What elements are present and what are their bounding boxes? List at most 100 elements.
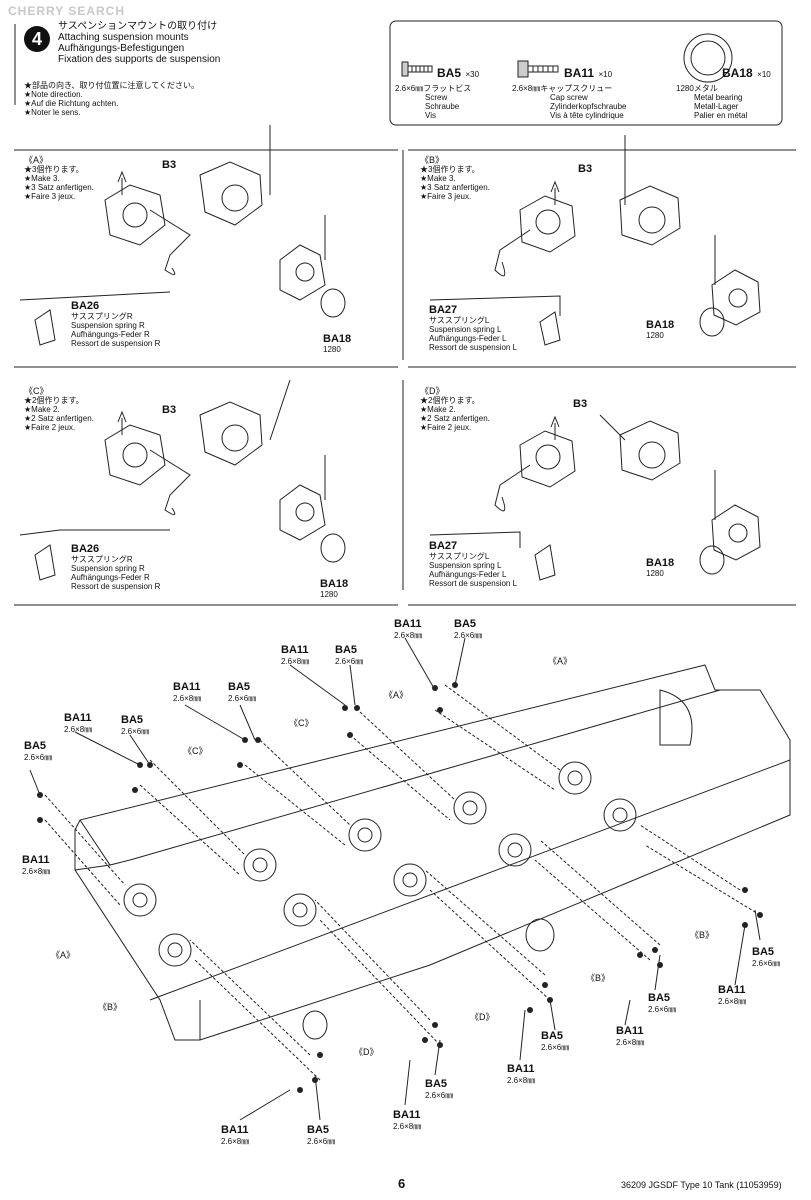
callout-code: BA11 <box>221 1124 249 1136</box>
step-number-badge: 4 <box>24 26 50 52</box>
callout-size: 2.6×6㎜ <box>648 1005 677 1014</box>
callout-size: 2.6×8㎜ <box>616 1038 645 1047</box>
panel-b-spring-en: Suspension spring L <box>429 325 502 334</box>
callout-size: 2.6×6㎜ <box>335 657 364 666</box>
callout-ba5-5: BA5 2.6×6㎜ <box>454 618 482 641</box>
hull-mark-d-1: 《D》 <box>470 1012 495 1022</box>
panel-b-header: 《B》 ★3個作ります。 ★Make 3. ★3 Satz anfertigen… <box>420 155 490 201</box>
panel-c-spring-fr: Ressort de suspension R <box>71 582 161 591</box>
watermark-logo: CHERRY SEARCH <box>8 2 125 20</box>
callout-code: BA5 <box>121 714 144 726</box>
ba11-en: Cap screw <box>550 93 588 102</box>
panel-a-header: 《A》 ★3個作ります。 ★Make 3. ★3 Satz anfertigen… <box>24 155 94 201</box>
callout-code: BA11 <box>507 1063 535 1075</box>
ba11-fr: Vis à tête cylindrique <box>550 111 624 120</box>
panel-c-bearing: BA18 1280 <box>320 578 348 599</box>
step-note-block: ★部品の向き、取り付位置に注意してください。 ★Note direction. … <box>24 81 199 117</box>
panel-d-bearing: BA18 1280 <box>646 557 674 578</box>
callout-ba5-4: BA5 2.6×6㎜ <box>335 644 363 667</box>
callout-ba11-6: BA11 2.6×8㎜ <box>718 984 746 1007</box>
note-fr: ★Noter le sens. <box>24 108 81 117</box>
callout-code: BA11 <box>394 618 422 630</box>
panel-d-spring-jp: サススプリングL <box>429 552 490 561</box>
callout-size: 2.6×6㎜ <box>541 1043 570 1052</box>
panel-b-spring-jp: サススプリングL <box>429 316 490 325</box>
callout-ba5-9: BA5 2.6×6㎜ <box>425 1078 453 1101</box>
callout-size: 2.6×8㎜ <box>507 1076 536 1085</box>
panel-c-bearing-code: BA18 <box>320 578 349 590</box>
panel-d-spring-code: BA27 <box>429 540 458 552</box>
ba5-en: Screw <box>425 93 448 102</box>
panel-a-spring-code: BA26 <box>71 300 100 312</box>
panel-b-spring: BA27 サススプリングL Suspension spring L Aufhän… <box>429 304 517 352</box>
panel-a-jp: ★3個作ります。 <box>24 165 84 174</box>
panel-a-fr: ★Faire 3 jeux. <box>24 192 76 201</box>
panel-b-spring-code: BA27 <box>429 304 458 316</box>
callout-ba5-1: BA5 2.6×6㎜ <box>24 740 52 763</box>
callout-size: 2.6×6㎜ <box>24 753 53 762</box>
callout-ba11-10: BA11 2.6×8㎜ <box>221 1124 249 1147</box>
panel-a-en: ★Make 3. <box>24 174 60 183</box>
page-number: 6 <box>398 1176 406 1191</box>
panel-a-spring-fr: Ressort de suspension R <box>71 339 161 348</box>
callout-ba5-2: BA5 2.6×6㎜ <box>121 714 149 737</box>
callout-size: 2.6×8㎜ <box>221 1137 250 1146</box>
hull-mark-b-1: 《B》 <box>690 930 715 940</box>
callout-code: BA11 <box>173 681 201 693</box>
step-title-de: Aufhängungs-Befestigungen <box>58 43 185 54</box>
callout-ba11-9: BA11 2.6×8㎜ <box>393 1109 421 1132</box>
panel-b-bearing-code: BA18 <box>646 319 675 331</box>
panel-c-fr: ★Faire 2 jeux. <box>24 423 76 432</box>
callout-code: BA11 <box>64 712 92 724</box>
ba18-code: BA18 <box>722 66 753 80</box>
ba18-qty: ×10 <box>757 70 771 79</box>
hull-mark-b-2: 《B》 <box>586 973 611 983</box>
callout-code: BA5 <box>648 992 671 1004</box>
ba5-code: BA5 <box>437 66 462 80</box>
panel-a-spring: BA26 サススプリングR Suspension spring R Aufhän… <box>71 300 160 348</box>
panel-b-spring-fr: Ressort de suspension L <box>429 343 518 352</box>
panel-d-header: 《D》 ★2個作ります。 ★Make 2. ★2 Satz anfertigen… <box>420 386 490 432</box>
callout-code: BA5 <box>335 644 358 656</box>
hull-mark-a-1: 《A》 <box>548 656 573 666</box>
panel-a-b3: B3 <box>162 159 177 171</box>
callout-ba11-5: BA11 2.6×8㎜ <box>394 618 422 641</box>
ba18-size: 1280メタル <box>676 84 718 93</box>
callout-code: BA5 <box>454 618 477 630</box>
ba18-fr: Palier en métal <box>694 111 748 120</box>
callout-ba5-8: BA5 2.6×6㎜ <box>541 1030 569 1053</box>
ba18-en: Metal bearing <box>694 93 743 102</box>
callout-size: 2.6×6㎜ <box>307 1137 336 1146</box>
hull-mark-a-2: 《A》 <box>384 690 409 700</box>
panel-d-label: 《D》 <box>420 386 445 396</box>
panel-b-de: ★3 Satz anfertigen. <box>420 183 490 192</box>
callout-size: 2.6×6㎜ <box>454 631 483 640</box>
callout-size: 2.6×8㎜ <box>393 1122 422 1131</box>
callout-code: BA5 <box>425 1078 448 1090</box>
panel-c-spring: BA26 サススプリングR Suspension spring R Aufhän… <box>71 543 160 591</box>
callout-code: BA5 <box>307 1124 330 1136</box>
watermark-text: CHERRY SEARCH <box>8 4 126 18</box>
ba5-size: 2.6×6㎜フラットビス <box>395 84 472 93</box>
panel-c-spring-code: BA26 <box>71 543 100 555</box>
panel-d-spring-fr: Ressort de suspension L <box>429 579 518 588</box>
panel-a-spring-de: Aufhängungs-Feder R <box>71 330 150 339</box>
panel-a-spring-en: Suspension spring R <box>71 321 145 330</box>
panel-d-en: ★Make 2. <box>420 405 456 414</box>
panel-b-label: 《B》 <box>420 155 445 165</box>
ba5-fr: Vis <box>425 111 436 120</box>
callout-ba5-6: BA5 2.6×6㎜ <box>752 946 780 969</box>
panel-d-bearing-num: 1280 <box>646 569 664 578</box>
panel-d-b3: B3 <box>573 398 588 410</box>
step-title-block: サスペンションマウントの取り付け Attaching suspension mo… <box>58 21 220 65</box>
panel-c-spring-en: Suspension spring R <box>71 564 145 573</box>
panel-a-bearing-num: 1280 <box>323 345 341 354</box>
panel-c-jp: ★2個作ります。 <box>24 396 84 405</box>
footer-product: 36209 JGSDF Type 10 Tank (11053959) <box>621 1180 782 1190</box>
callout-ba5-7: BA5 2.6×6㎜ <box>648 992 676 1015</box>
callout-size: 2.6×6㎜ <box>228 694 257 703</box>
panel-b-bearing: BA18 1280 <box>646 319 674 340</box>
panel-d-fr: ★Faire 2 jeux. <box>420 423 472 432</box>
callout-size: 2.6×8㎜ <box>64 725 93 734</box>
callout-code: BA11 <box>281 644 309 656</box>
